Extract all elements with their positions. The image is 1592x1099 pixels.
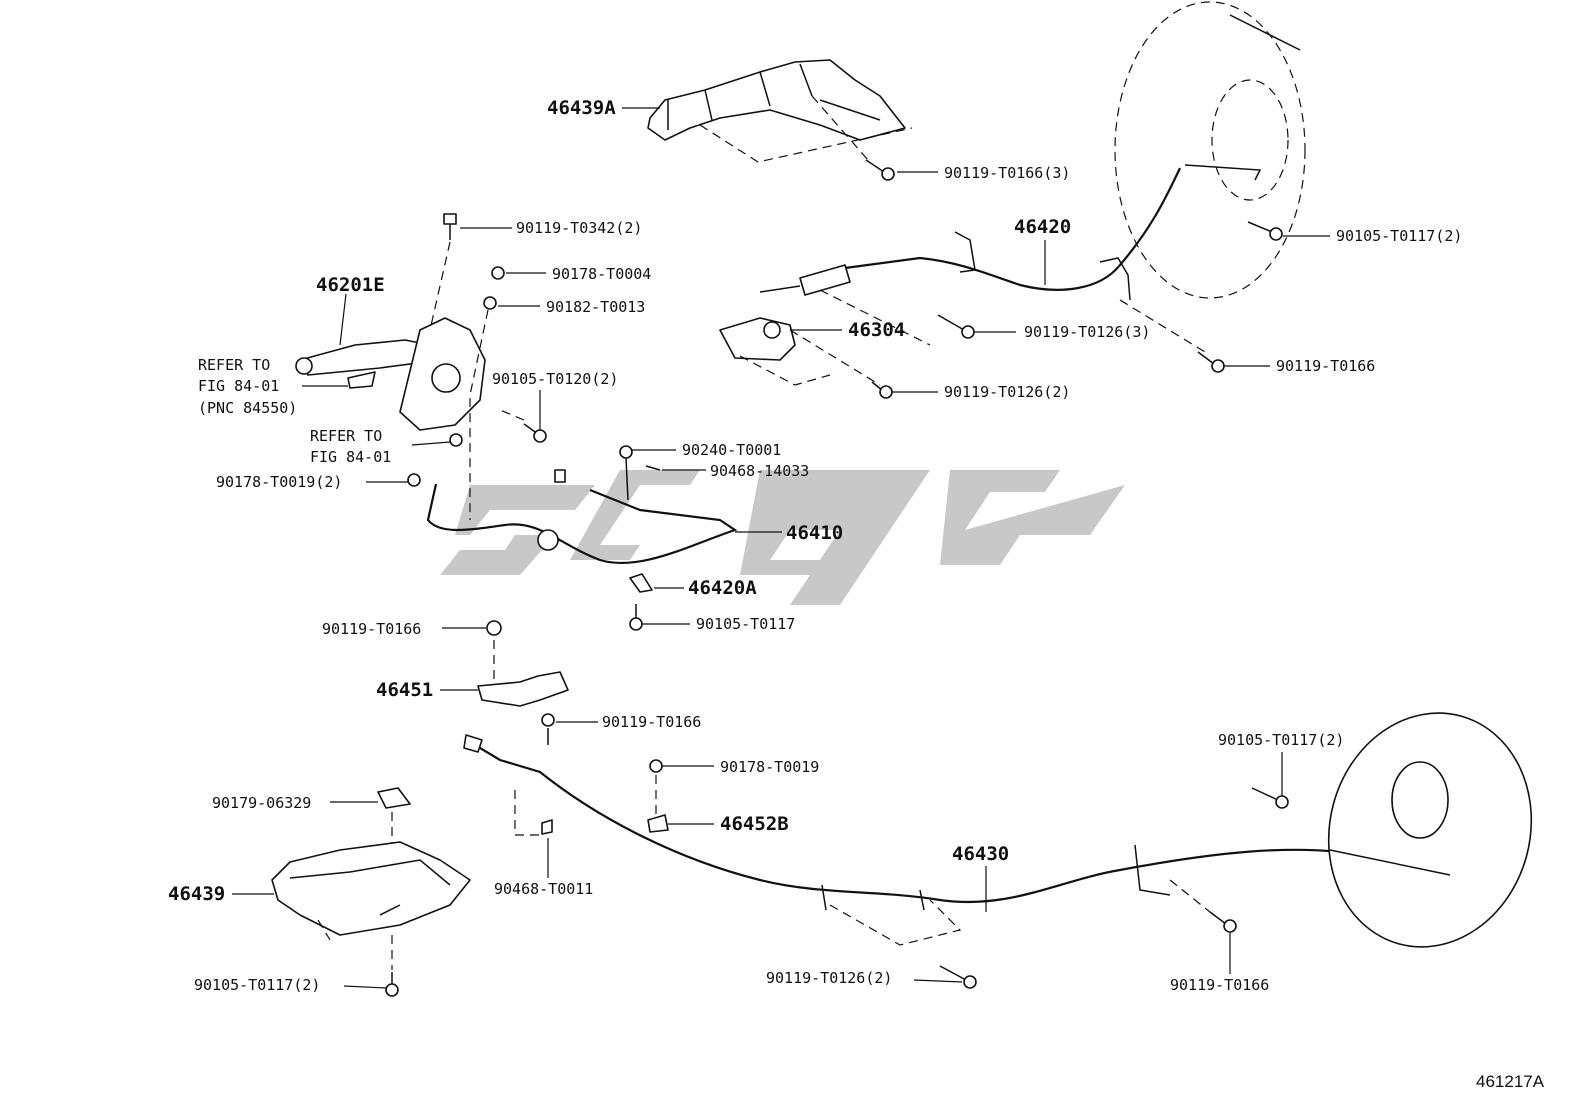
label-90178-T0019-2: 90178-T0019(2) bbox=[216, 473, 342, 491]
parking-brake-lever-46201E[interactable] bbox=[295, 317, 486, 431]
label-46420A: 46420A bbox=[688, 577, 757, 599]
bolt-90105-T0117[interactable] bbox=[629, 604, 643, 631]
label-refer-to-1: REFER TO bbox=[198, 356, 270, 374]
label-90105-T0117-2-right: 90105-T0117(2) bbox=[1218, 731, 1344, 749]
label-90119-T0166-mid: 90119-T0166 bbox=[322, 620, 421, 638]
heat-insulator-lower[interactable] bbox=[271, 841, 471, 970]
bolt-90105-T0117-2-top[interactable] bbox=[1247, 221, 1283, 241]
bolt-90119-T0166-right[interactable] bbox=[1197, 351, 1225, 373]
bolt-90119-T0166-low[interactable] bbox=[541, 713, 555, 745]
nut-90182-T0013[interactable] bbox=[483, 296, 497, 310]
bolt-90119-T0126-2-top[interactable] bbox=[871, 381, 893, 399]
heat-insulator-upper[interactable] bbox=[647, 59, 913, 163]
brake-backing-plate-bottom[interactable] bbox=[1303, 690, 1557, 970]
bolt-refer-fig-84-01[interactable] bbox=[449, 433, 463, 447]
label-90119-T0166-bottom: 90119-T0166 bbox=[1170, 976, 1269, 994]
label-90119-T0126-2-top: 90119-T0126(2) bbox=[944, 383, 1070, 401]
label-90468-T0011: 90468-T0011 bbox=[494, 880, 593, 898]
leader-lines bbox=[232, 107, 1330, 989]
label-90105-T0117-2-top: 90105-T0117(2) bbox=[1336, 227, 1462, 245]
equalizer-46304[interactable] bbox=[719, 289, 1206, 386]
cable-46420[interactable] bbox=[759, 167, 1181, 301]
bolt-90119-T0126-3[interactable] bbox=[937, 314, 975, 339]
bracket-46451[interactable] bbox=[477, 671, 569, 707]
label-90240-T0001: 90240-T0001 bbox=[682, 441, 781, 459]
assembly-line-lever bbox=[429, 241, 525, 520]
label-90119-T0166-right: 90119-T0166 bbox=[1276, 357, 1375, 375]
nut-90179-06329[interactable] bbox=[377, 787, 411, 900]
label-refer-fig-2: FIG 84-01 bbox=[310, 448, 391, 466]
bolt-90105-T0117-2-right[interactable] bbox=[1251, 787, 1289, 809]
label-46201E: 46201E bbox=[316, 274, 385, 296]
bolt-90105-T0120-2[interactable] bbox=[523, 423, 547, 443]
bolt-90119-T0126-2-bottom[interactable] bbox=[829, 899, 977, 989]
label-46452B: 46452B bbox=[720, 813, 789, 835]
label-90179-06329: 90179-06329 bbox=[212, 794, 311, 812]
pin-90240-T0001[interactable] bbox=[619, 445, 633, 501]
label-90119-T0342-2: 90119-T0342(2) bbox=[516, 219, 642, 237]
bolt-90119-T0166-3[interactable] bbox=[865, 159, 895, 181]
label-46420: 46420 bbox=[1014, 216, 1071, 238]
label-refer-to-2: REFER TO bbox=[310, 427, 382, 445]
label-90105-T0120-2: 90105-T0120(2) bbox=[492, 370, 618, 388]
bolt-90105-T0117-2-bottom[interactable] bbox=[385, 972, 399, 997]
nut-90178-T0019-2[interactable] bbox=[407, 473, 421, 487]
clamp-46452B[interactable] bbox=[647, 814, 669, 833]
label-46451: 46451 bbox=[376, 679, 433, 701]
label-46439A: 46439A bbox=[547, 97, 616, 119]
clamp-46420A[interactable] bbox=[629, 573, 653, 593]
bolt-90119-T0342-2[interactable] bbox=[443, 213, 457, 240]
label-90119-T0126-2-bottom: 90119-T0126(2) bbox=[766, 969, 892, 987]
bolt-90119-T0166-mid[interactable] bbox=[486, 620, 502, 680]
label-90105-T0117-2-bottom: 90105-T0117(2) bbox=[194, 976, 320, 994]
clip-90468-14033[interactable] bbox=[645, 465, 661, 471]
watermark-logo bbox=[440, 470, 1125, 605]
label-90178-T0019: 90178-T0019 bbox=[720, 758, 819, 776]
label-90119-T0166-3: 90119-T0166(3) bbox=[944, 164, 1070, 182]
label-90468-14033: 90468-14033 bbox=[710, 462, 809, 480]
front-cable-46410[interactable] bbox=[426, 469, 738, 565]
figure-id: 461217A bbox=[1476, 1072, 1545, 1091]
label-90119-T0166-low: 90119-T0166 bbox=[602, 713, 701, 731]
bolt-90119-T0166-bottom[interactable] bbox=[1169, 879, 1237, 933]
label-refer-fig-1: FIG 84-01 bbox=[198, 377, 279, 395]
brake-backing-plate-top[interactable] bbox=[1114, 1, 1306, 299]
nut-90178-T0004[interactable] bbox=[491, 266, 505, 280]
clip-90468-T0011[interactable] bbox=[514, 790, 553, 836]
label-90182-T0013: 90182-T0013 bbox=[546, 298, 645, 316]
label-90105-T0117: 90105-T0117 bbox=[696, 615, 795, 633]
label-refer-pnc-1: (PNC 84550) bbox=[198, 399, 297, 417]
rear-cable-46430[interactable] bbox=[463, 734, 1376, 911]
label-90178-T0004: 90178-T0004 bbox=[552, 265, 651, 283]
nut-90178-T0019[interactable] bbox=[649, 759, 663, 815]
label-46430: 46430 bbox=[952, 843, 1009, 865]
label-46439: 46439 bbox=[168, 883, 225, 905]
label-46304: 46304 bbox=[848, 319, 905, 341]
label-90119-T0126-3: 90119-T0126(3) bbox=[1024, 323, 1150, 341]
label-46410: 46410 bbox=[786, 522, 843, 544]
